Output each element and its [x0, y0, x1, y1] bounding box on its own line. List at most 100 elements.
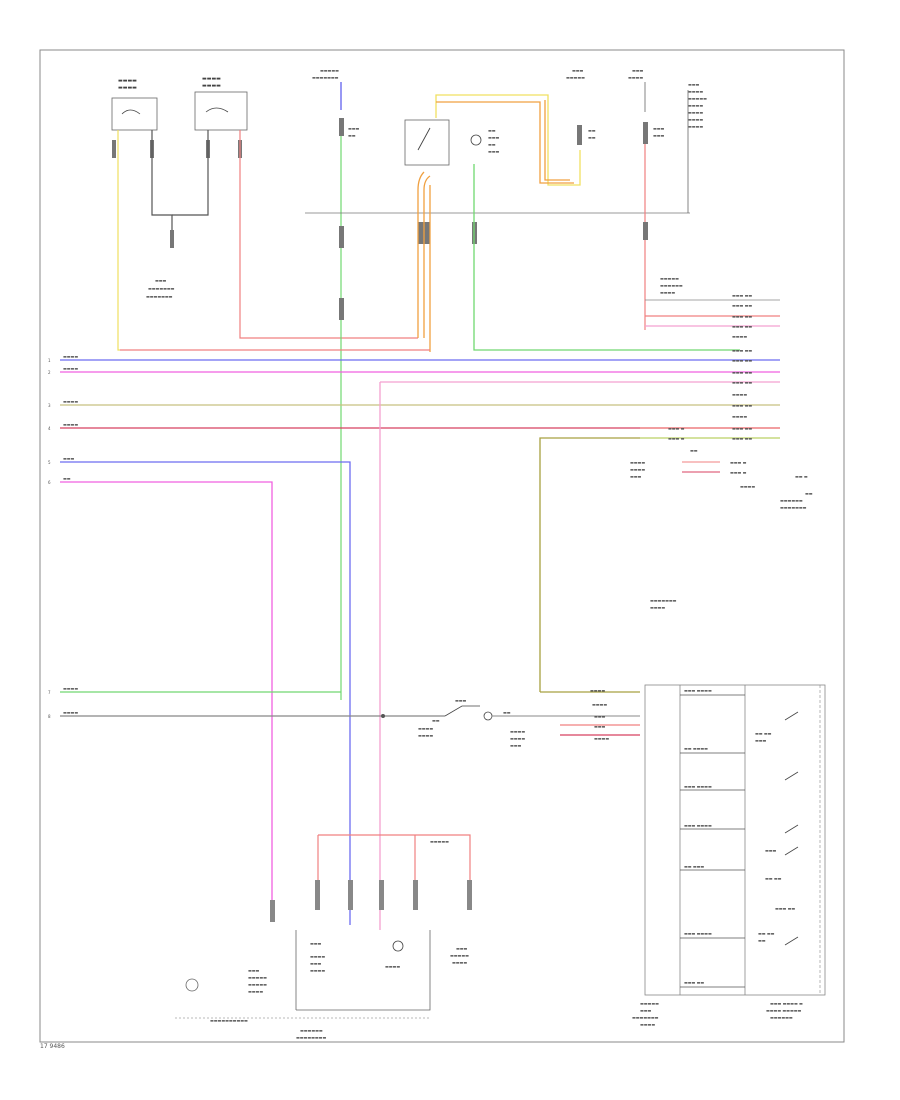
- svg-text:▬▬▬▬: ▬▬▬▬: [594, 736, 609, 741]
- top-middle-feed: ▬▬▬▬▬ ▬▬▬▬▬▬▬ ▬▬▬ ▬▬: [312, 68, 360, 700]
- svg-text:▬▬▬▬▬: ▬▬▬▬▬: [660, 276, 679, 281]
- bus-olive-right: [539, 437, 780, 692]
- svg-text:▬▬▬: ▬▬▬: [688, 82, 700, 87]
- wire-gray-ground-b: [172, 130, 209, 216]
- svg-text:▬▬▬▬: ▬▬▬▬: [740, 484, 755, 489]
- svg-text:▬▬▬▬▬▬▬: ▬▬▬▬▬▬▬: [632, 1015, 659, 1020]
- svg-text:▬▬▬ ▬▬: ▬▬▬ ▬▬: [732, 426, 752, 431]
- svg-text:▬▬▬▬: ▬▬▬▬: [732, 392, 747, 397]
- svg-text:▬▬▬: ▬▬▬: [630, 474, 642, 479]
- svg-text:▬▬▬▬: ▬▬▬▬: [688, 103, 703, 108]
- svg-text:▬▬ ▬▬▬: ▬▬ ▬▬▬: [684, 864, 704, 869]
- svg-text:▬▬▬: ▬▬▬: [510, 743, 522, 748]
- svg-text:▬▬▬: ▬▬▬: [653, 126, 665, 131]
- svg-text:▬▬▬: ▬▬▬: [455, 698, 467, 703]
- svg-text:5: 5: [48, 460, 51, 465]
- svg-text:▬▬▬▬: ▬▬▬▬: [63, 366, 78, 371]
- svg-text:▬▬: ▬▬: [588, 135, 596, 140]
- svg-text:▬▬▬: ▬▬▬: [640, 1008, 652, 1013]
- svg-text:▬▬▬: ▬▬▬: [632, 68, 644, 73]
- svg-text:▬▬: ▬▬: [488, 142, 496, 147]
- svg-text:▬▬▬▬: ▬▬▬▬: [248, 989, 263, 994]
- svg-text:▬▬▬: ▬▬▬: [488, 135, 500, 140]
- svg-text:▬▬▬▬▬▬▬: ▬▬▬▬▬▬▬: [312, 75, 339, 80]
- bus-blue-down: [60, 461, 351, 925]
- svg-text:▬▬▬▬: ▬▬▬▬: [418, 726, 433, 731]
- svg-text:▬▬▬▬: ▬▬▬▬: [63, 710, 78, 715]
- svg-text:4: 4: [48, 426, 51, 431]
- diagram-frame: [39, 49, 845, 1043]
- right-connector-block-top: ▬▬▬▬▬ ▬▬▬▬▬▬ ▬▬▬▬: [645, 276, 780, 327]
- svg-text:6: 6: [48, 480, 51, 485]
- svg-text:▬▬▬▬ ▬▬▬▬▬: ▬▬▬▬ ▬▬▬▬▬: [766, 1008, 802, 1013]
- svg-text:▬▬▬▬: ▬▬▬▬: [630, 460, 645, 465]
- svg-text:▬▬▬▬: ▬▬▬▬: [310, 954, 325, 959]
- horizontal-bus: [60, 349, 780, 930]
- svg-text:▬▬: ▬▬: [588, 128, 596, 133]
- svg-text:2: 2: [48, 370, 51, 375]
- svg-text:▬▬▬▬: ▬▬▬▬: [202, 76, 221, 82]
- svg-text:▬▬ ▬▬▬▬: ▬▬ ▬▬▬▬: [684, 746, 708, 751]
- svg-text:7: 7: [48, 690, 51, 695]
- left-switch-wires: [117, 130, 418, 351]
- svg-text:▬▬▬▬: ▬▬▬▬: [118, 85, 137, 91]
- svg-text:▬▬ ▬▬: ▬▬ ▬▬: [758, 931, 775, 936]
- svg-text:▬▬: ▬▬: [805, 491, 813, 496]
- left-switch-group: ▬▬▬▬ ▬▬▬▬ ▬▬▬▬ ▬▬▬▬ ▬▬▬ ▬▬▬▬▬▬▬ ▬▬▬▬▬▬▬: [111, 76, 248, 299]
- svg-text:▬▬▬▬▬▬▬▬▬▬: ▬▬▬▬▬▬▬▬▬▬: [210, 1018, 248, 1023]
- svg-text:▬▬▬▬▬▬: ▬▬▬▬▬▬: [660, 283, 683, 288]
- svg-text:▬▬▬ ▬▬: ▬▬▬ ▬▬: [732, 403, 752, 408]
- svg-text:▬▬▬▬: ▬▬▬▬: [590, 688, 605, 693]
- right-pin-labels: ▬▬▬ ▬▬ ▬▬▬ ▬▬ ▬▬▬ ▬▬ ▬▬▬ ▬▬ ▬▬▬▬ ▬▬▬ ▬▬ …: [630, 293, 813, 610]
- svg-text:▬▬▬ ▬▬: ▬▬▬ ▬▬: [732, 380, 752, 385]
- svg-text:▬▬▬▬: ▬▬▬▬: [628, 75, 643, 80]
- svg-text:▬▬▬: ▬▬▬: [653, 133, 665, 138]
- svg-text:▬▬▬▬▬▬▬: ▬▬▬▬▬▬▬: [780, 505, 807, 510]
- svg-text:▬▬▬▬: ▬▬▬▬: [452, 960, 467, 965]
- svg-text:▬▬▬: ▬▬▬: [310, 961, 322, 966]
- wire-gray-ground-a: [151, 130, 173, 230]
- svg-text:1: 1: [48, 358, 51, 363]
- svg-text:▬▬▬▬: ▬▬▬▬: [640, 1022, 655, 1027]
- top-right-fuses: ▬▬▬ ▬▬▬▬▬ ▬▬ ▬▬ ▬▬▬ ▬▬▬▬ ▬▬▬ ▬▬▬ ▬▬▬ ▬▬▬…: [566, 68, 707, 330]
- svg-text:▬▬: ▬▬: [348, 133, 356, 138]
- orange-wires: [417, 94, 740, 352]
- svg-text:▬▬▬▬▬▬▬: ▬▬▬▬▬▬▬: [146, 294, 173, 299]
- svg-text:8: 8: [48, 714, 51, 719]
- svg-text:▬▬▬▬▬: ▬▬▬▬▬: [640, 1001, 659, 1006]
- svg-text:▬▬▬ ▬▬: ▬▬▬ ▬▬: [775, 906, 795, 911]
- svg-text:▬▬▬ ▬: ▬▬▬ ▬: [668, 436, 685, 441]
- svg-text:▬▬: ▬▬: [488, 128, 496, 133]
- svg-text:▬▬▬: ▬▬▬: [63, 456, 75, 461]
- svg-text:▬▬▬ ▬▬▬▬: ▬▬▬ ▬▬▬▬: [684, 688, 712, 693]
- svg-text:▬▬▬ ▬▬: ▬▬▬ ▬▬: [732, 314, 752, 319]
- svg-text:▬▬▬ ▬▬: ▬▬▬ ▬▬: [732, 293, 752, 298]
- svg-text:▬▬▬▬: ▬▬▬▬: [650, 605, 665, 610]
- svg-text:▬▬▬▬▬: ▬▬▬▬▬: [248, 975, 267, 980]
- svg-text:▬▬▬ ▬▬: ▬▬▬ ▬▬: [732, 436, 752, 441]
- svg-text:▬▬ ▬▬: ▬▬ ▬▬: [765, 876, 782, 881]
- svg-text:▬▬: ▬▬: [758, 938, 766, 943]
- svg-text:▬▬▬ ▬▬▬▬: ▬▬▬ ▬▬▬▬: [684, 931, 712, 936]
- svg-text:▬▬▬▬: ▬▬▬▬: [630, 467, 645, 472]
- svg-text:▬▬▬▬: ▬▬▬▬: [510, 729, 525, 734]
- svg-text:▬▬▬ ▬: ▬▬▬ ▬: [730, 470, 747, 475]
- bottom-module: ▬▬▬▬▬ ▬▬▬ ▬▬▬▬ ▬▬▬ ▬▬▬▬ ▬▬▬▬ ▬▬▬ ▬▬▬▬▬ ▬…: [175, 834, 472, 1040]
- right-control-module: ▬▬▬ ▬▬▬▬ ▬▬ ▬▬▬▬ ▬▬▬ ▬▬▬▬ ▬▬▬ ▬▬▬▬ ▬▬ ▬▬…: [632, 684, 826, 1027]
- svg-text:▬▬▬ ▬▬: ▬▬▬ ▬▬: [732, 370, 752, 375]
- wire-yellow-left: [117, 130, 120, 351]
- svg-text:▬▬▬▬: ▬▬▬▬: [688, 110, 703, 115]
- svg-text:▬▬▬: ▬▬▬: [594, 724, 606, 729]
- svg-text:▬▬▬: ▬▬▬: [456, 946, 468, 951]
- lower-middle-fuse: ▬▬ ▬▬▬▬ ▬▬▬▬ ▬▬▬ ▬▬ ▬▬▬▬ ▬▬▬▬ ▬▬▬ ▬▬▬▬ ▬…: [381, 688, 640, 748]
- svg-text:▬▬▬▬: ▬▬▬▬: [63, 686, 78, 691]
- svg-text:▬▬▬ ▬: ▬▬▬ ▬: [730, 460, 747, 465]
- svg-text:▬▬▬ ▬▬: ▬▬▬ ▬▬: [732, 324, 752, 329]
- svg-text:▬▬▬▬: ▬▬▬▬: [418, 733, 433, 738]
- svg-text:▬▬▬ ▬▬: ▬▬▬ ▬▬: [732, 348, 752, 353]
- svg-text:▬▬▬▬▬: ▬▬▬▬▬: [450, 953, 469, 958]
- svg-text:▬▬▬: ▬▬▬: [155, 278, 167, 283]
- svg-text:▬▬▬: ▬▬▬: [755, 738, 767, 743]
- svg-text:▬▬▬▬▬▬▬▬: ▬▬▬▬▬▬▬▬: [296, 1035, 326, 1040]
